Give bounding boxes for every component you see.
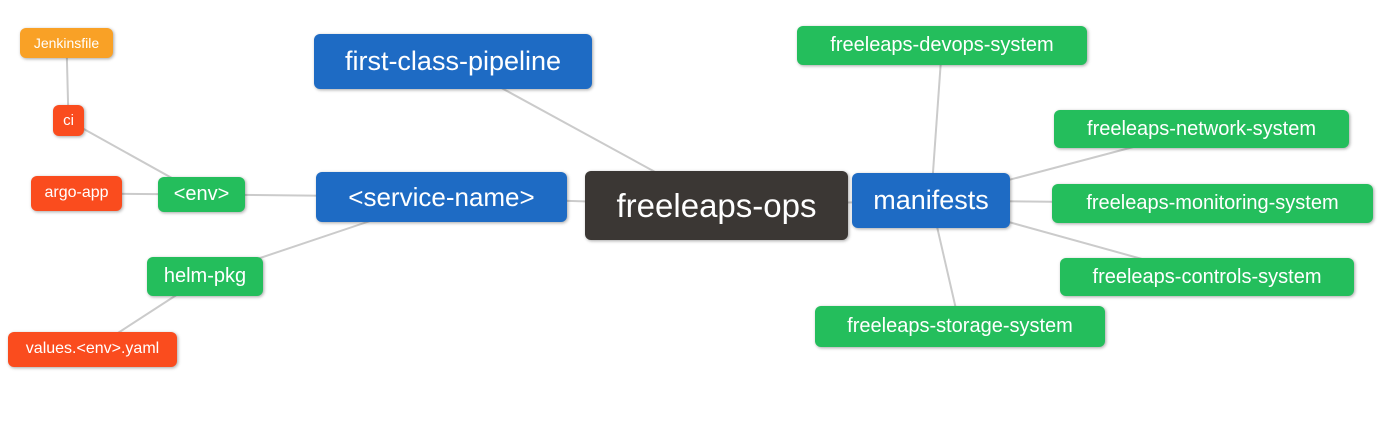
node-jenkinsfile[interactable]: Jenkinsfile	[20, 28, 113, 58]
node-label: freeleaps-storage-system	[847, 315, 1073, 337]
node-values-env-yaml[interactable]: values.<env>.yaml	[8, 332, 177, 367]
node-freeleaps-ops[interactable]: freeleaps-ops	[585, 171, 848, 240]
node-label: Jenkinsfile	[33, 34, 100, 51]
node-label: first-class-pipeline	[344, 45, 562, 76]
node-freeleaps-network-system[interactable]: freeleaps-network-system	[1054, 110, 1349, 148]
node-label: freeleaps-ops	[616, 186, 817, 224]
node-label: argo-app	[44, 184, 109, 201]
node-env[interactable]: <env>	[158, 177, 245, 212]
node-freeleaps-monitoring-system[interactable]: freeleaps-monitoring-system	[1052, 184, 1373, 223]
node-freeleaps-controls-system[interactable]: freeleaps-controls-system	[1060, 258, 1354, 296]
node-label: freeleaps-monitoring-system	[1086, 192, 1339, 214]
node-label: manifests	[873, 184, 989, 215]
node-first-class-pipeline[interactable]: first-class-pipeline	[314, 34, 592, 89]
node-label: values.<env>.yaml	[25, 340, 160, 357]
node-service-name[interactable]: <service-name>	[316, 172, 567, 222]
node-helm-pkg[interactable]: helm-pkg	[147, 257, 263, 296]
node-freeleaps-devops-system[interactable]: freeleaps-devops-system	[797, 26, 1087, 65]
node-label: helm-pkg	[163, 265, 247, 287]
node-freeleaps-storage-system[interactable]: freeleaps-storage-system	[815, 306, 1105, 347]
node-manifests[interactable]: manifests	[852, 173, 1010, 228]
node-label: <env>	[173, 183, 230, 205]
node-label: <service-name>	[348, 181, 535, 212]
node-argo-app[interactable]: argo-app	[31, 176, 122, 211]
node-label: freeleaps-network-system	[1087, 117, 1316, 140]
node-ci[interactable]: ci	[53, 105, 84, 136]
node-label: freeleaps-controls-system	[1092, 265, 1322, 288]
node-label: ci	[63, 111, 74, 129]
node-label: freeleaps-devops-system	[830, 34, 1054, 56]
